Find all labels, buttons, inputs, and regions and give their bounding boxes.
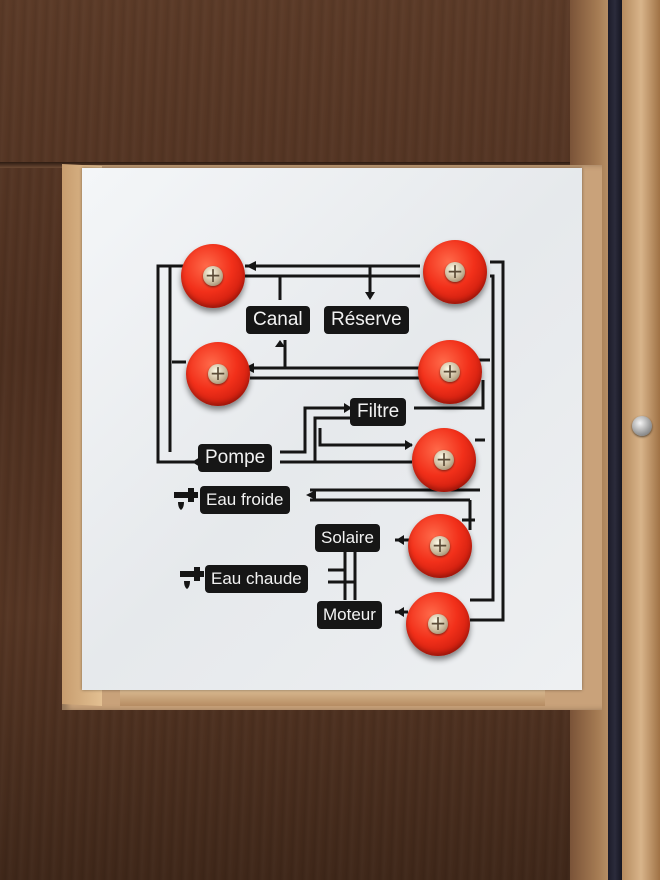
- label-eau-chaude: Eau chaude: [205, 565, 308, 593]
- label-pompe: Pompe: [198, 444, 273, 472]
- label-eau-froide: Eau froide: [200, 486, 290, 514]
- label-solaire: Solaire: [315, 524, 380, 552]
- pipe-to-filtre: [280, 406, 350, 454]
- label-filtre: Filtre: [350, 398, 407, 426]
- label-moteur: Moteur: [317, 601, 382, 629]
- pipe-right-outer: [470, 260, 505, 622]
- door-gap: [608, 0, 622, 880]
- frame-screw: [632, 416, 652, 436]
- valve-knob-3[interactable]: [183, 339, 253, 409]
- screw-icon: [203, 263, 223, 287]
- pipe-filtre-out: [414, 380, 485, 410]
- recess-sill: [120, 686, 545, 706]
- valve-knob-7[interactable]: [403, 589, 473, 659]
- label-reserve: Réserve: [324, 306, 409, 334]
- door-edge: [622, 0, 660, 880]
- label-canal: Canal: [246, 306, 310, 334]
- valve-knob-5[interactable]: [409, 425, 479, 495]
- screw-icon: [434, 447, 454, 471]
- screw-icon: [208, 361, 228, 385]
- valve-knob-1[interactable]: [178, 241, 248, 311]
- faucet-icon: [180, 567, 204, 589]
- screw-icon: [440, 359, 460, 383]
- screw-icon: [428, 611, 448, 635]
- faucet-icon: [174, 488, 198, 510]
- screw-icon: [430, 533, 450, 557]
- screw-icon: [445, 259, 465, 283]
- pipe-to-knob5: [318, 428, 412, 447]
- valve-knob-6[interactable]: [405, 511, 475, 581]
- arrow-left-top: [246, 261, 256, 271]
- valve-knob-4[interactable]: [415, 337, 485, 407]
- valve-knob-2[interactable]: [420, 237, 490, 307]
